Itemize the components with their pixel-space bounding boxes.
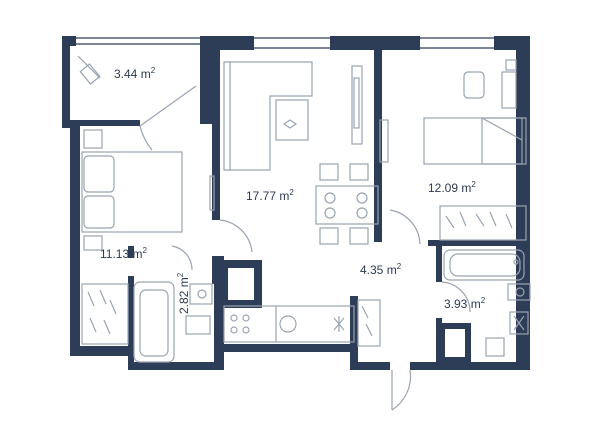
- windows: [76, 37, 494, 49]
- stove: [230, 314, 250, 334]
- room-label-living: 17.77 m2: [246, 188, 294, 203]
- room-labels: 3.44 m2 17.77 m2 12.09 m2 11.13 m2 2.82 …: [100, 66, 486, 314]
- room-label-bathroom-right: 3.93 m2: [444, 296, 486, 311]
- room-label-bedroom-left: 11.13 m2: [100, 246, 147, 261]
- dining-set: [315, 163, 379, 245]
- right-bed: [423, 117, 527, 165]
- room-label-bathroom-left: 2.82 m2: [176, 272, 191, 314]
- walls: [62, 36, 530, 370]
- fixtures: [77, 55, 531, 411]
- balcony-chair: [77, 55, 101, 85]
- room-label-balcony: 3.44 m2: [114, 66, 156, 81]
- left-bed: [81, 129, 183, 251]
- room-label-hallway: 4.35 m2: [360, 262, 402, 277]
- sofa: [223, 61, 313, 171]
- room-label-bedroom-right: 12.09 m2: [428, 180, 476, 195]
